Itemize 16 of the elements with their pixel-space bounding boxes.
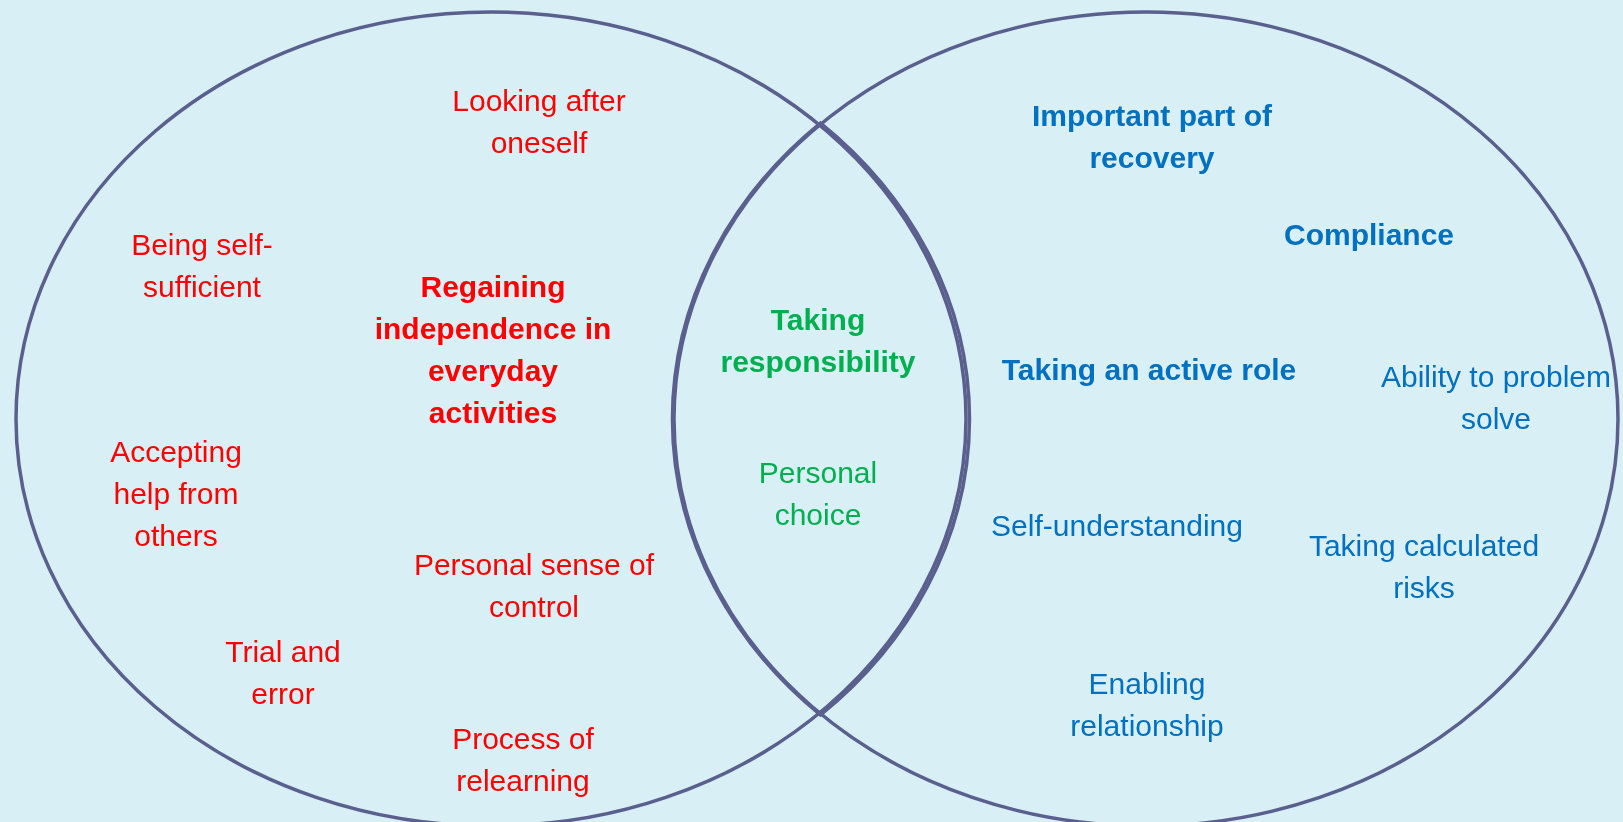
- theme-text: Trial and error: [224, 634, 342, 712]
- theme-text: Taking calculated risks: [1307, 528, 1541, 606]
- theme-text: Being self-sufficient: [130, 227, 274, 305]
- theme-heading: Important part of recovery: [1031, 98, 1273, 176]
- theme-text: Self-understanding: [990, 508, 1244, 544]
- theme-heading: Regaining independence in everyday activities: [373, 269, 613, 431]
- theme-heading: Taking an active role: [1000, 352, 1298, 388]
- theme-text: Process of relearning: [451, 721, 595, 799]
- theme-text: Accepting help from others: [109, 434, 243, 554]
- theme-text: Enabling relationship: [1069, 666, 1225, 744]
- theme-text: Personal choice: [757, 455, 879, 533]
- theme-text: Ability to problem solve: [1379, 359, 1613, 437]
- theme-text: Looking after oneself: [451, 83, 627, 161]
- theme-heading: Taking responsibility: [719, 302, 917, 380]
- theme-heading: Compliance: [1282, 217, 1455, 253]
- theme-text: Personal sense of control: [412, 547, 656, 625]
